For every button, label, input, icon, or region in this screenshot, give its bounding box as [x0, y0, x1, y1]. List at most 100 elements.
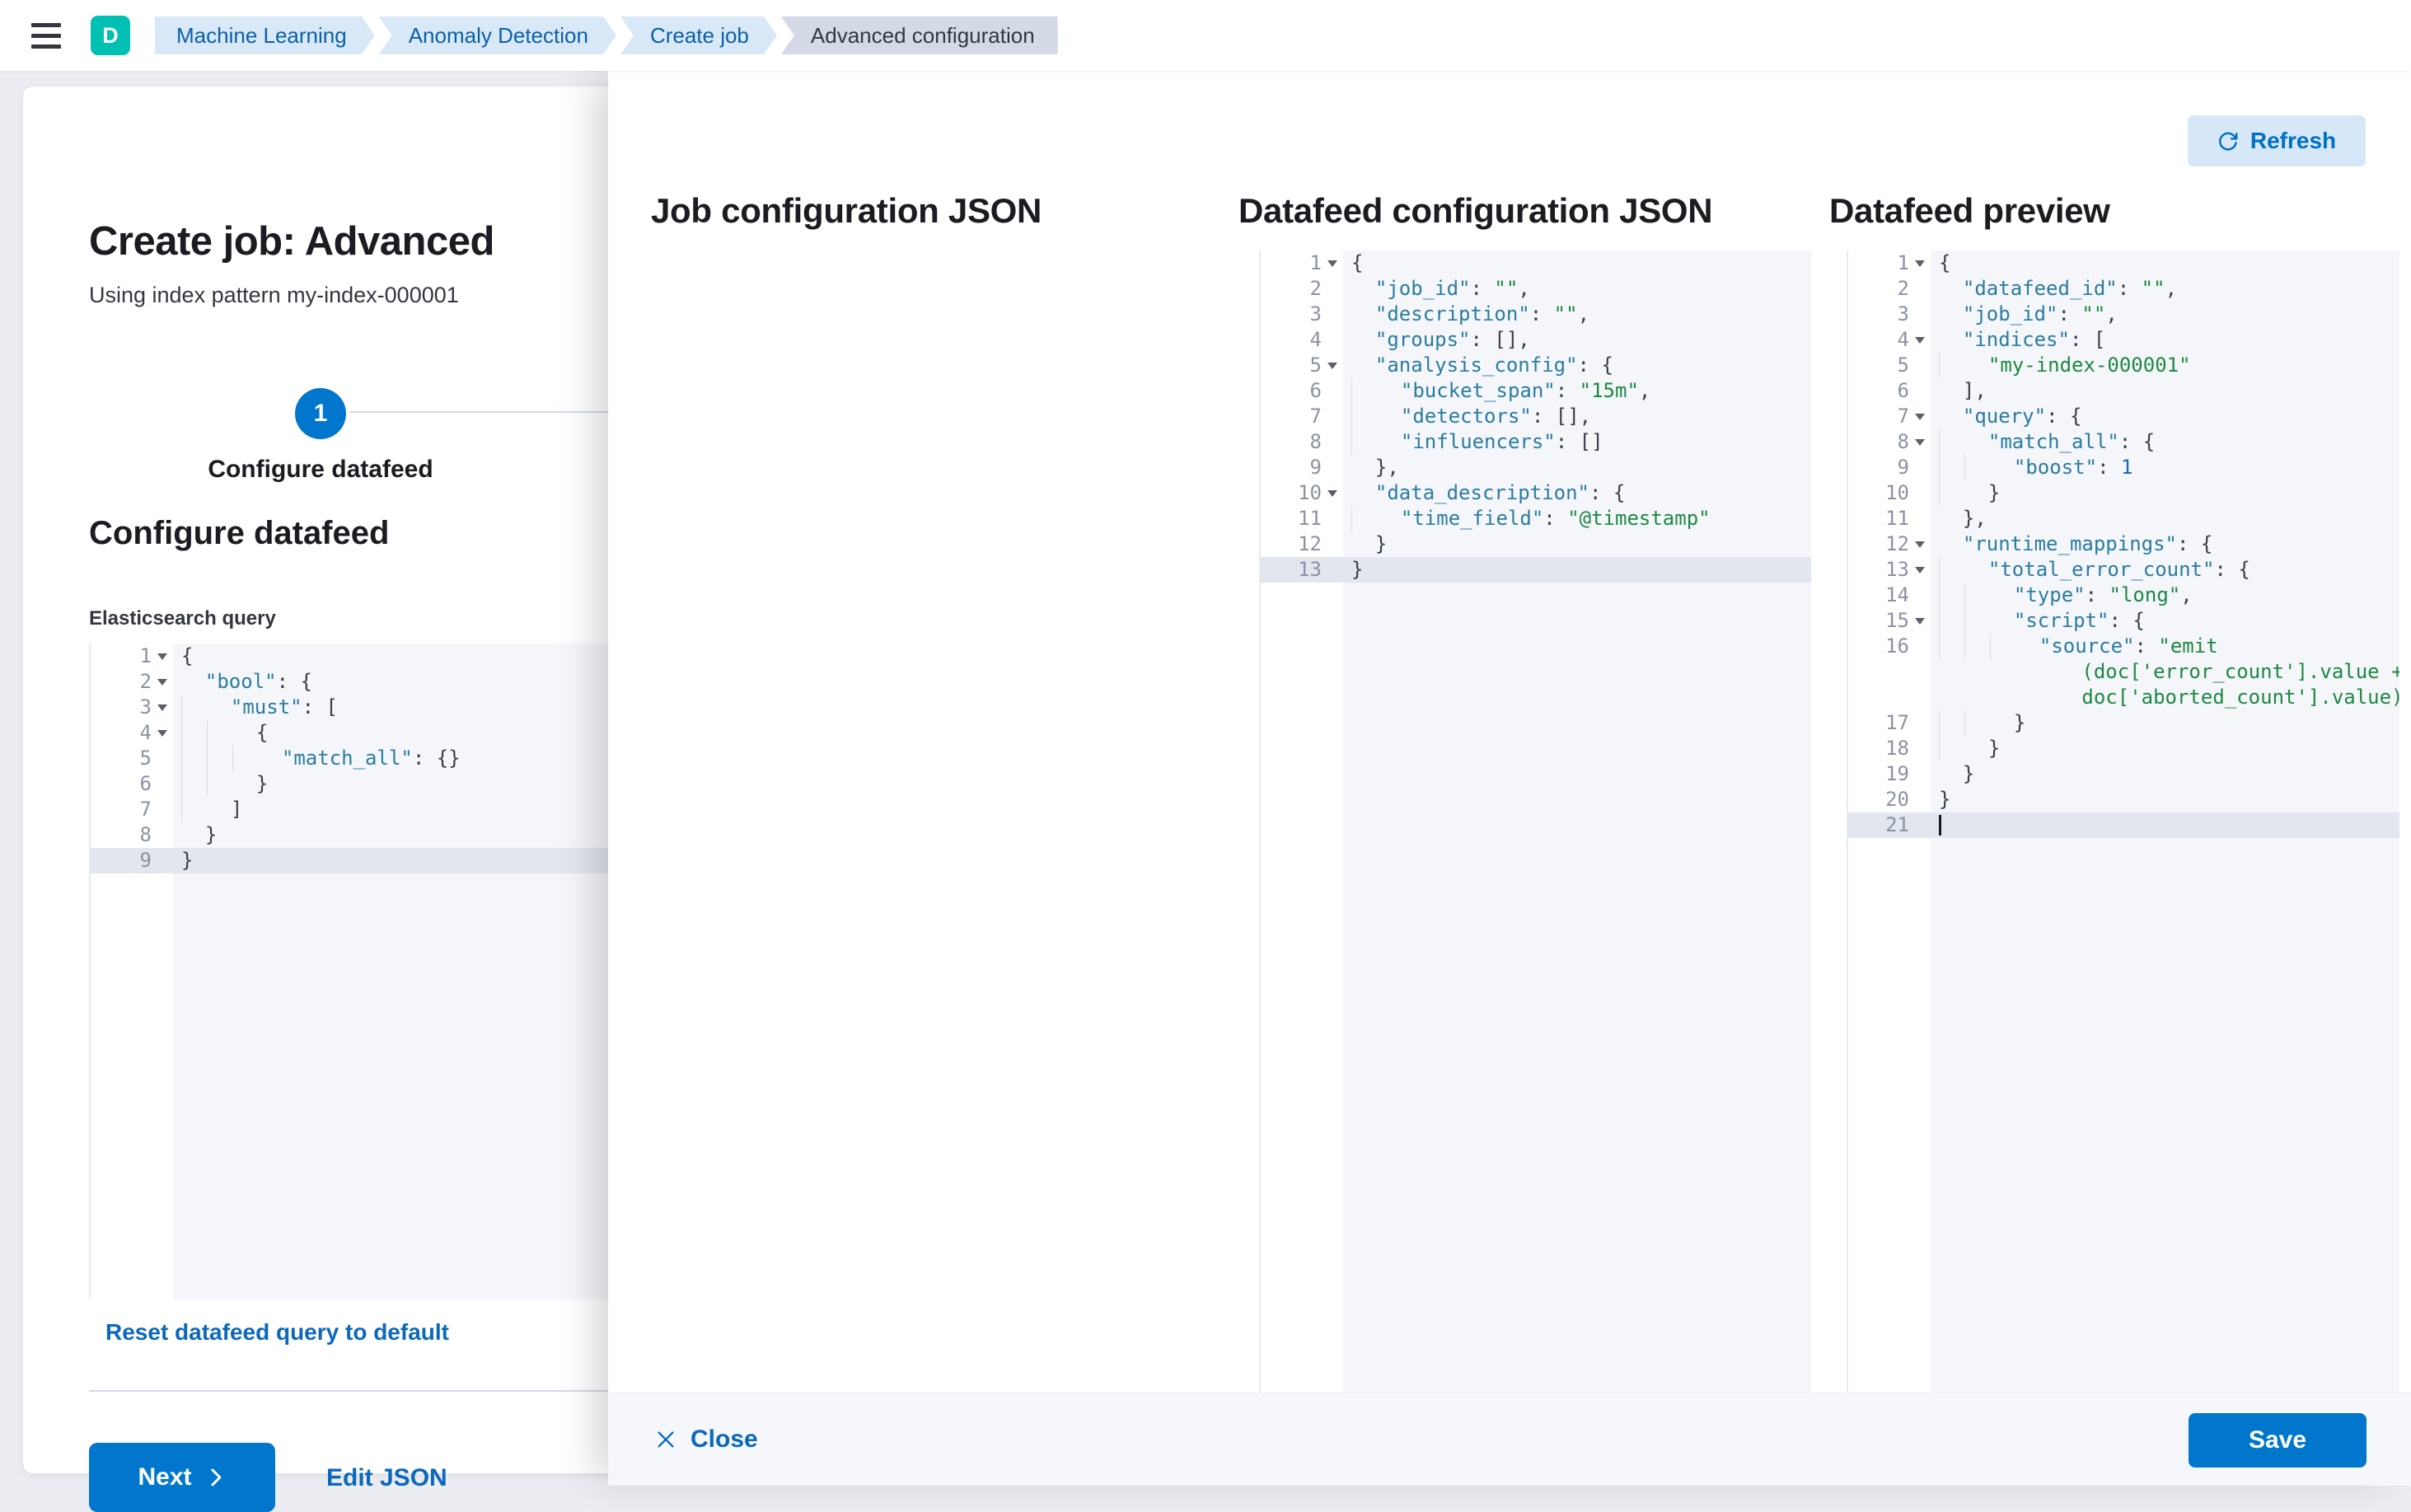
- code-line: 13}: [1261, 557, 1811, 583]
- refresh-button[interactable]: Refresh: [2188, 115, 2366, 166]
- fold-toggle-icon[interactable]: [157, 653, 167, 660]
- wizard-step-1[interactable]: 1: [295, 388, 346, 439]
- breadcrumb-item-machine-learning[interactable]: Machine Learning: [155, 16, 375, 54]
- indent-guide: [1964, 710, 1990, 736]
- line-number: 2: [1309, 277, 1322, 300]
- indent-guide: [1964, 608, 1990, 634]
- fold-toggle-icon[interactable]: [1915, 260, 1925, 267]
- fold-toggle-icon[interactable]: [157, 704, 167, 711]
- fold-toggle-icon[interactable]: [157, 678, 167, 686]
- indent-guide: [207, 746, 232, 771]
- job-config-json-editor[interactable]: 1{2 "job_id": "",3 "description": "",4 "…: [1259, 250, 1811, 1457]
- line-number: 9: [1897, 456, 1909, 479]
- fold-toggle-icon[interactable]: [1327, 362, 1337, 369]
- line-number: 18: [1885, 737, 1909, 760]
- indent-guide: [1939, 583, 1964, 608]
- line-number: 7: [1848, 404, 1931, 429]
- line-number: [1848, 685, 1931, 710]
- code-line: doc['aborted_count'].value)": [1848, 685, 2399, 710]
- code-line: 10 }: [1848, 480, 2399, 506]
- code-line: (doc['error_count'].value +: [1848, 659, 2399, 685]
- indent-guide: [1964, 634, 1990, 659]
- code-line: 10 "data_description": {: [1261, 480, 1811, 506]
- line-number: 1: [1261, 250, 1343, 276]
- code-line: 2 "bool": {: [91, 669, 814, 695]
- indent-guide: [1351, 378, 1377, 404]
- fold-toggle-icon[interactable]: [1915, 438, 1925, 446]
- fold-toggle-icon[interactable]: [1915, 617, 1925, 625]
- code-line: 6 "bucket_span": "15m",: [1261, 378, 1811, 404]
- line-number: 19: [1885, 762, 1909, 785]
- page-title: Create job: Advanced: [89, 219, 494, 264]
- chevron-right-icon: [205, 1467, 227, 1488]
- indent-guide: [1939, 480, 1964, 506]
- fold-toggle-icon[interactable]: [157, 729, 167, 737]
- code-line: 9 "boost": 1: [1848, 455, 2399, 480]
- code-line: 7 ]: [91, 797, 814, 822]
- step-connector-line: [349, 411, 812, 413]
- indent-guide: [181, 720, 207, 746]
- next-button[interactable]: Next: [89, 1443, 275, 1512]
- line-number: 4: [1848, 327, 1931, 353]
- fold-toggle-icon[interactable]: [1915, 566, 1925, 573]
- code-line: 11 "time_field": "@timestamp": [1261, 506, 1811, 531]
- breadcrumb-item-advanced-configuration: Advanced configuration: [780, 16, 1058, 54]
- line-number: 16: [1885, 634, 1909, 658]
- line-number: 1: [91, 644, 173, 669]
- code-line: 5 "analysis_config": {: [1261, 353, 1811, 378]
- code-line: 3 "description": "",: [1261, 302, 1811, 327]
- line-number: 5: [1261, 353, 1343, 378]
- datafeed-preview-title: Datafeed preview: [1829, 191, 2110, 230]
- line-number: 13: [1848, 557, 1931, 583]
- indent-guide: [1939, 455, 1964, 480]
- indent-guide: [207, 771, 232, 797]
- fold-toggle-icon[interactable]: [1915, 336, 1925, 344]
- indent-guide: [1939, 557, 1964, 583]
- line-number: 7: [139, 798, 152, 821]
- fold-toggle-icon[interactable]: [1327, 260, 1337, 267]
- code-line: 3 "must": [: [91, 695, 814, 720]
- avatar[interactable]: D: [91, 16, 130, 55]
- indent-guide: [1351, 506, 1377, 531]
- reset-datafeed-query-link[interactable]: Reset datafeed query to default: [105, 1319, 449, 1345]
- panel-divider: [89, 1390, 812, 1392]
- code-line: 16 "source": "emit: [1848, 634, 2399, 659]
- indent-guide: [207, 720, 232, 746]
- line-number: [1848, 659, 1931, 685]
- line-number: 9: [1309, 456, 1322, 479]
- breadcrumb-item-anomaly-detection[interactable]: Anomaly Detection: [379, 16, 616, 54]
- flyout-footer: Close Save: [608, 1393, 2411, 1486]
- line-number: 3: [1309, 302, 1322, 325]
- line-number: 1: [1848, 250, 1931, 276]
- breadcrumb-item-create-job[interactable]: Create job: [620, 16, 777, 54]
- line-number: 14: [1885, 583, 1909, 606]
- datafeed-config-json-editor[interactable]: 1{2 "datafeed_id": "",3 "job_id": "",4 "…: [1847, 250, 2399, 1457]
- indent-guide: [181, 797, 207, 822]
- indent-guide: [181, 771, 207, 797]
- line-number: 3: [1897, 302, 1909, 325]
- advanced-json-flyout: Job configuration JSON Datafeed configur…: [608, 71, 2411, 1486]
- line-number: 3: [91, 695, 173, 720]
- indent-guide: [1939, 634, 1964, 659]
- fold-toggle-icon[interactable]: [1915, 541, 1925, 548]
- code-line: 2 "job_id": "",: [1261, 276, 1811, 302]
- save-button[interactable]: Save: [2189, 1413, 2367, 1468]
- line-number: 2: [91, 669, 173, 695]
- code-line: 8 }: [91, 822, 814, 848]
- close-button[interactable]: Close: [649, 1425, 763, 1454]
- indent-guide: [1939, 736, 1964, 761]
- indent-guide: [181, 695, 207, 720]
- code-line: 6 ],: [1848, 378, 2399, 404]
- indent-guide: [1990, 634, 2015, 659]
- wizard-step-1-label: Configure datafeed: [208, 456, 433, 483]
- code-line: 1{: [91, 644, 814, 669]
- code-line: 7 "query": {: [1848, 404, 2399, 429]
- line-number: 5: [1897, 353, 1909, 377]
- fold-toggle-icon[interactable]: [1327, 489, 1337, 497]
- fold-toggle-icon[interactable]: [1915, 413, 1925, 420]
- line-number: 15: [1848, 608, 1931, 634]
- edit-json-link[interactable]: Edit JSON: [326, 1464, 447, 1491]
- code-line: 15 "script": {: [1848, 608, 2399, 634]
- menu-hamburger-icon[interactable]: [28, 17, 64, 54]
